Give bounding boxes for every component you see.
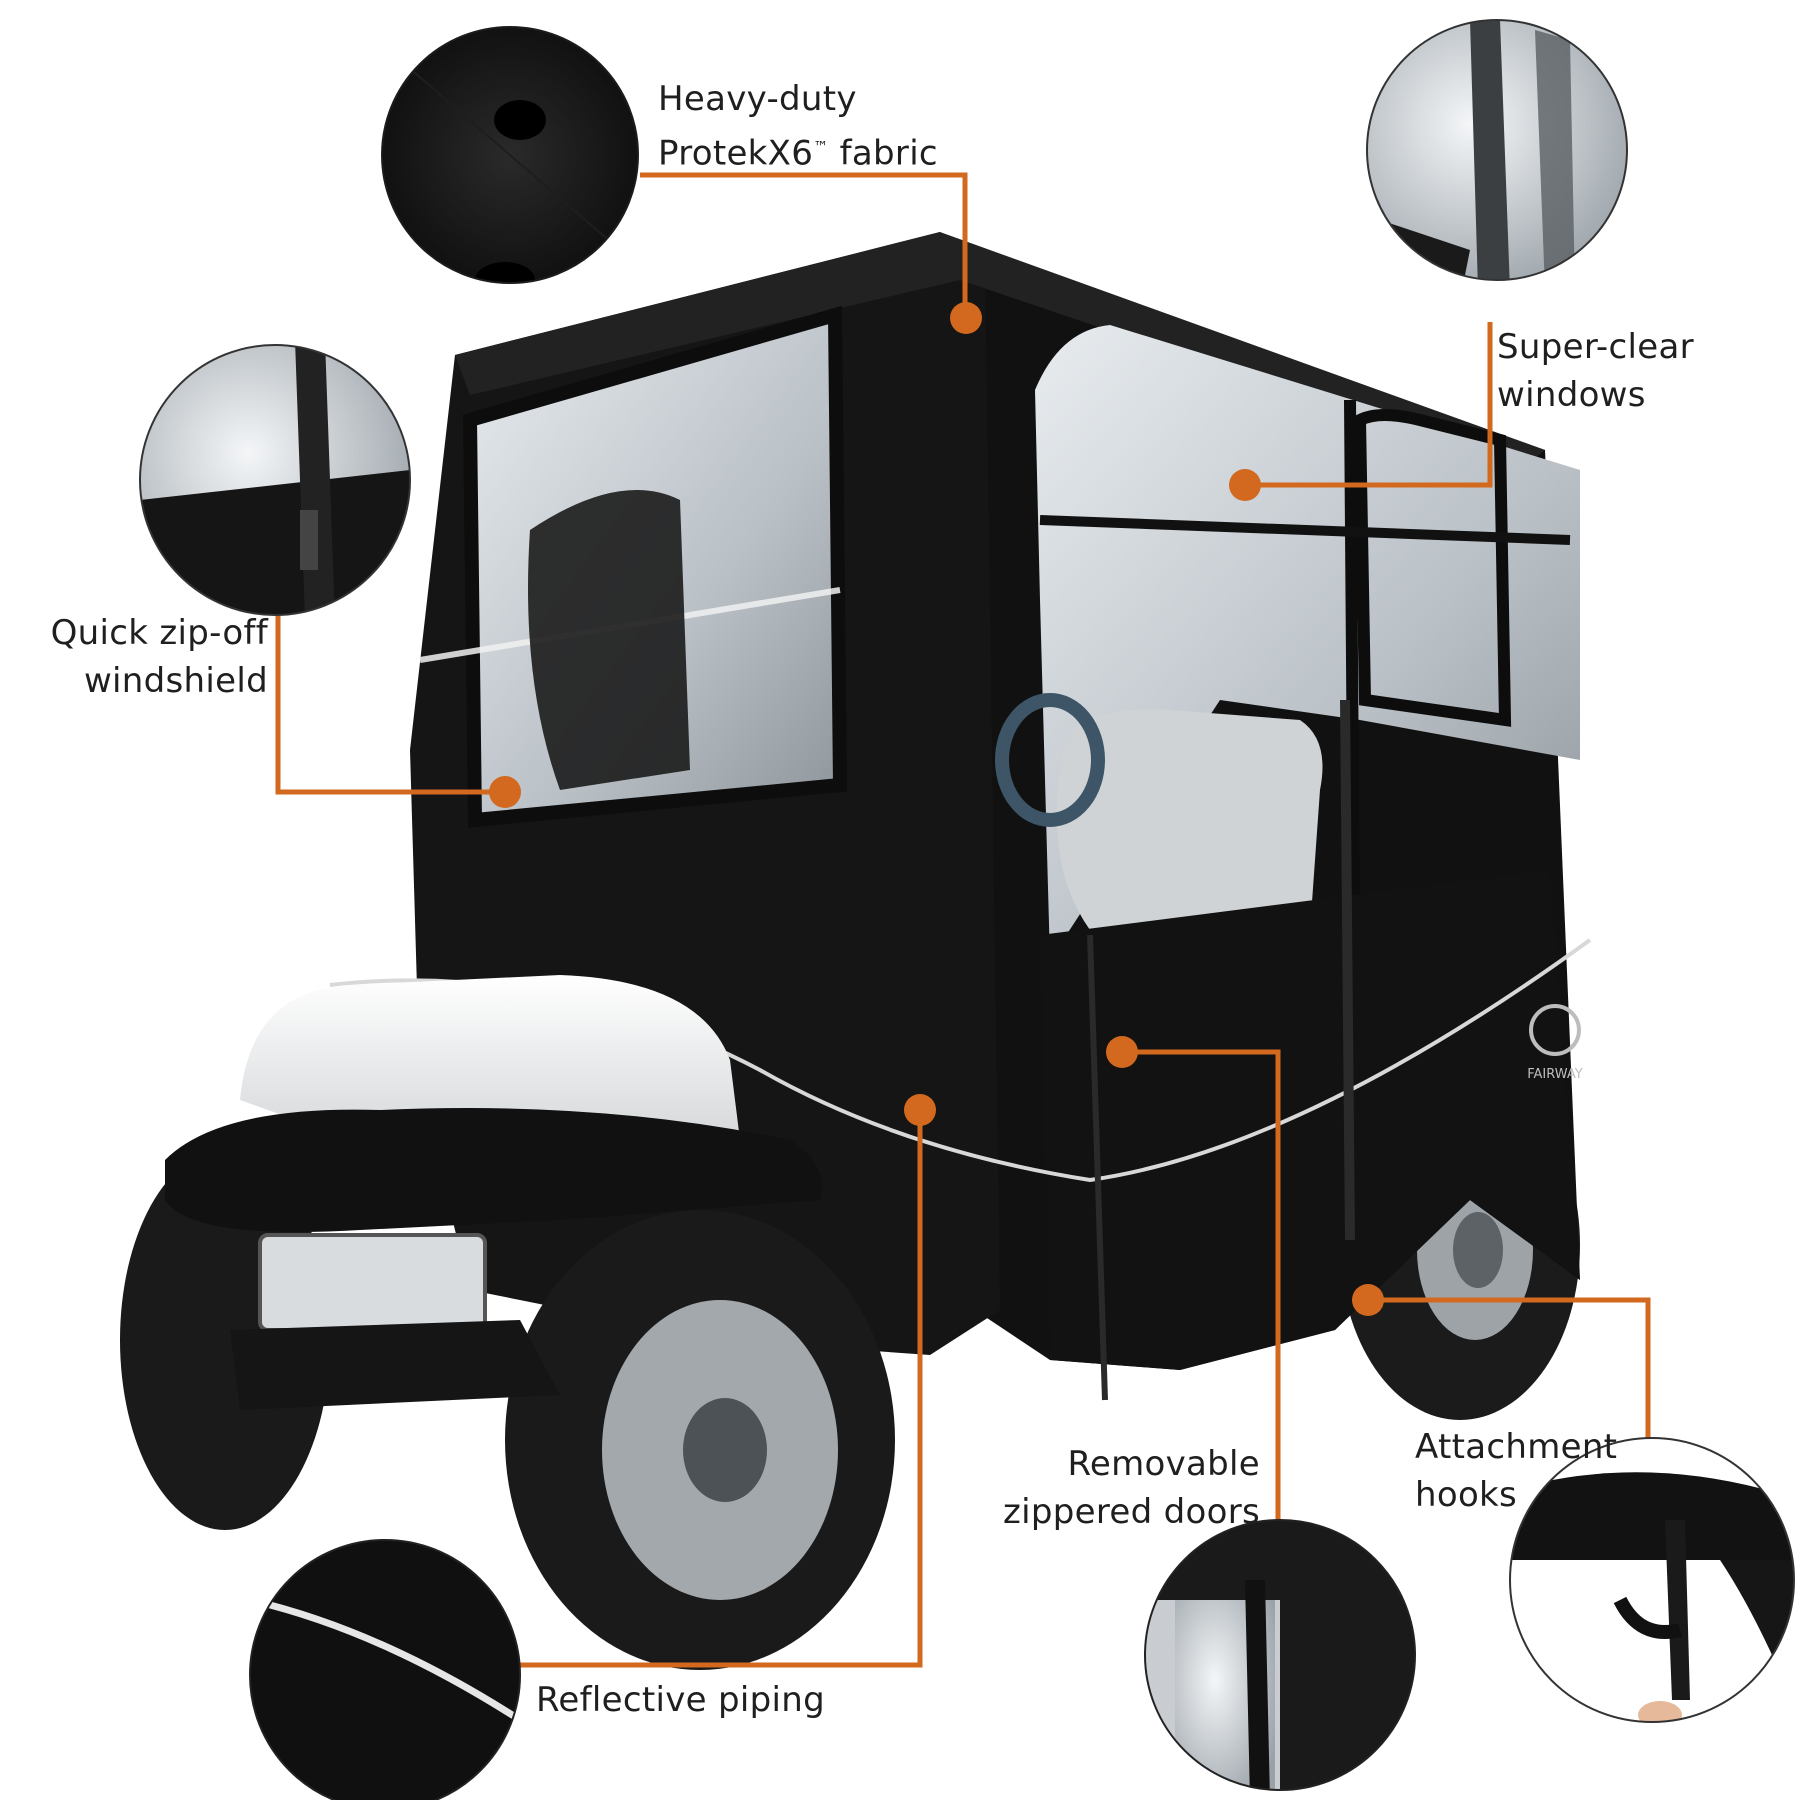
callout-line-doors (1122, 1049, 1281, 1528)
detail-circle-fabric (381, 26, 639, 284)
callout-line-windows (1245, 322, 1493, 488)
detail-circle-windows (1366, 19, 1628, 281)
label-fabric-line2: ProtekX6 (658, 133, 814, 174)
golf-cart-illustration: FAIRWAY (120, 232, 1592, 1670)
callout-dot-doors (1106, 1036, 1138, 1068)
label-windshield-line1: Quick zip-off (50, 613, 268, 653)
label-fabric-line2-suffix: fabric (828, 133, 938, 174)
label-windshield: Quick zip-off windshield (51, 609, 268, 705)
fairway-logo: FAIRWAY (1527, 1004, 1583, 1082)
label-hooks-line2: hooks (1415, 1475, 1518, 1515)
label-fabric: Heavy-duty ProtekX6™ fabric (658, 75, 938, 177)
callout-dot-fabric (950, 302, 982, 334)
label-hooks-line1: Attachment (1415, 1427, 1618, 1467)
label-doors: Removable zippered doors (1003, 1440, 1260, 1536)
headlight (258, 1233, 487, 1332)
callout-line-fabric (640, 172, 968, 318)
label-doors-line2: zippered doors (1003, 1492, 1260, 1532)
label-windows-line2: windows (1497, 375, 1646, 415)
callout-dot-windshield (489, 776, 521, 808)
label-hooks: Attachment hooks (1415, 1423, 1617, 1519)
svg-text:FAIRWAY: FAIRWAY (1527, 1067, 1583, 1082)
callout-line-hooks (1368, 1297, 1651, 1438)
detail-circle-doors (1144, 1519, 1416, 1791)
callout-lines (275, 172, 1651, 1668)
label-windows-line1: Super-clear (1497, 327, 1694, 367)
label-windshield-line2: windshield (83, 661, 268, 701)
callout-dot-piping (904, 1094, 936, 1126)
label-windows: Super-clear windows (1497, 323, 1694, 419)
callout-line-piping (520, 1110, 923, 1668)
detail-circle-windshield (139, 344, 411, 616)
label-piping-line1: Reflective piping (536, 1680, 825, 1720)
callout-dot-windows (1229, 469, 1261, 501)
callout-line-windshield (275, 614, 505, 795)
detail-circle-hooks (1509, 1437, 1795, 1723)
cart-hood (240, 975, 740, 1150)
label-piping: Reflective piping (536, 1676, 825, 1724)
callout-dot-hooks (1352, 1284, 1384, 1316)
trademark-symbol: ™ (813, 138, 829, 156)
detail-circle-piping (249, 1539, 521, 1800)
label-fabric-line1: Heavy-duty (658, 79, 857, 119)
label-doors-line1: Removable (1067, 1444, 1260, 1484)
